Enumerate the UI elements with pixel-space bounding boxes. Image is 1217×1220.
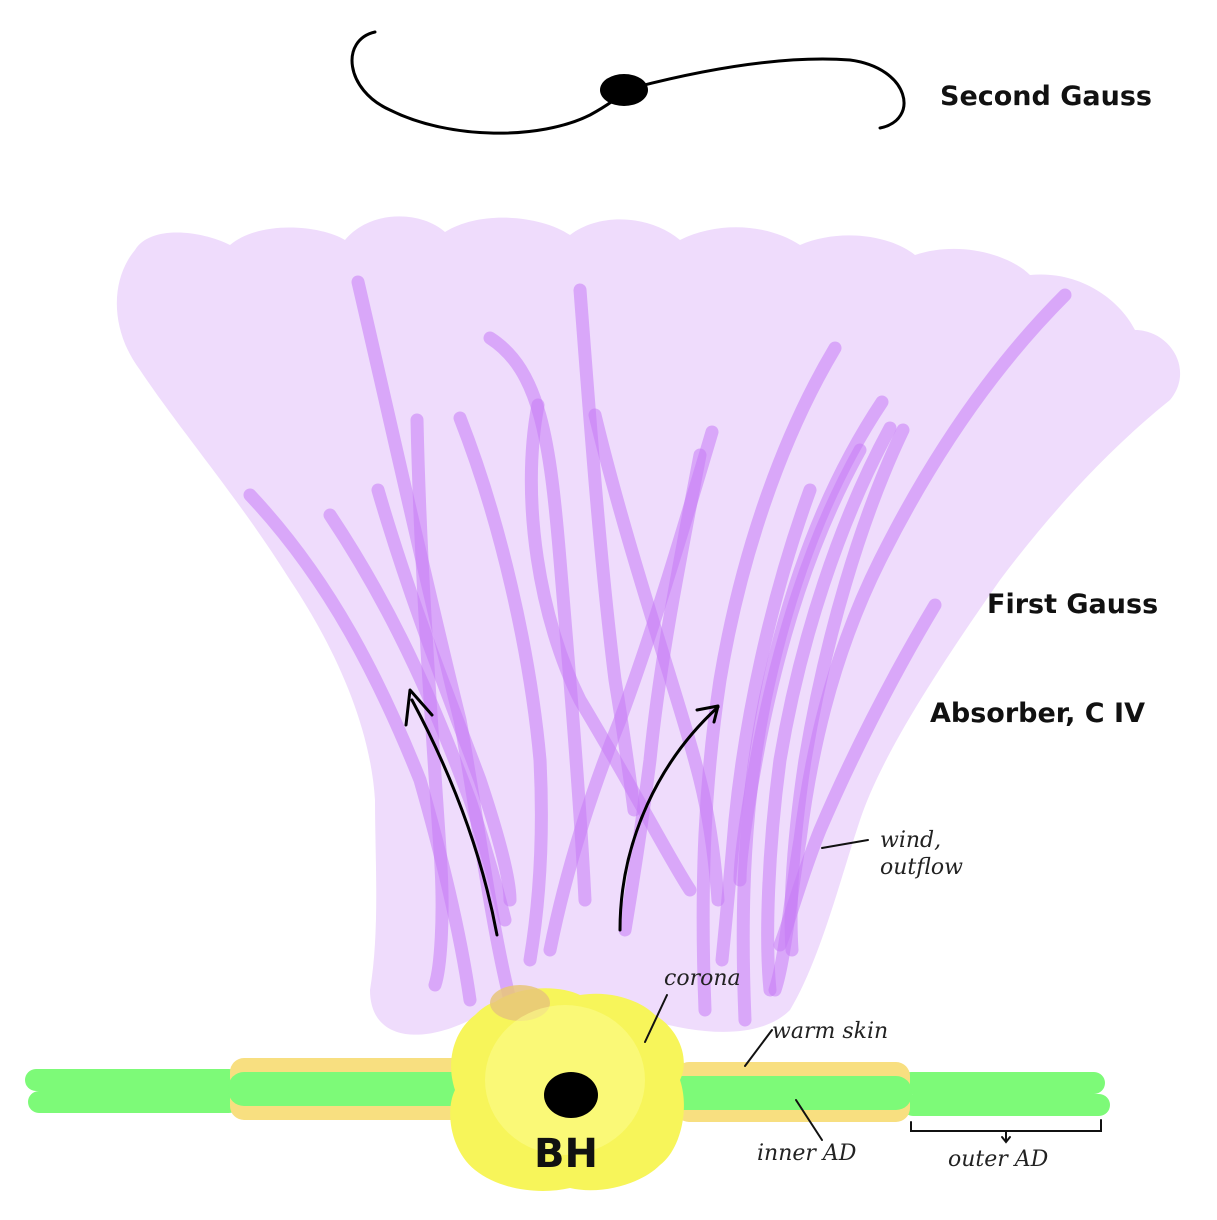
outer-accretion-disk [25, 1069, 1110, 1116]
warm-skin-label: warm skin [772, 1019, 888, 1044]
first-gauss-label: First Gauss [987, 589, 1158, 620]
corona-pointer-line [644, 994, 668, 1043]
inner-ad-label: inner AD [757, 1141, 857, 1166]
second-gauss-cloud [350, 30, 906, 135]
corona-label: corona [664, 966, 741, 991]
absorber-label: Absorber, C IV [930, 698, 1145, 729]
warm-skin-pointer-line [744, 1029, 773, 1067]
inner-ad-pointer-line [795, 1099, 823, 1141]
black-hole [544, 1072, 598, 1118]
wind-label-line2: outflow [880, 855, 963, 880]
second-gauss-label: Second Gauss [940, 81, 1152, 112]
outer-ad-bracket [910, 1119, 1102, 1144]
outflow-arrow-left [404, 688, 499, 937]
wind-pointer-line [821, 839, 869, 849]
bh-label: BH [534, 1131, 598, 1177]
outflow-arrow-right [618, 704, 720, 932]
wind-label-line1: wind, [880, 828, 941, 853]
inner-accretion-disk [228, 1072, 912, 1110]
second-gauss-blob [600, 74, 648, 106]
outflow-streaks [243, 275, 1072, 1027]
outer-ad-label: outer AD [948, 1147, 1049, 1172]
